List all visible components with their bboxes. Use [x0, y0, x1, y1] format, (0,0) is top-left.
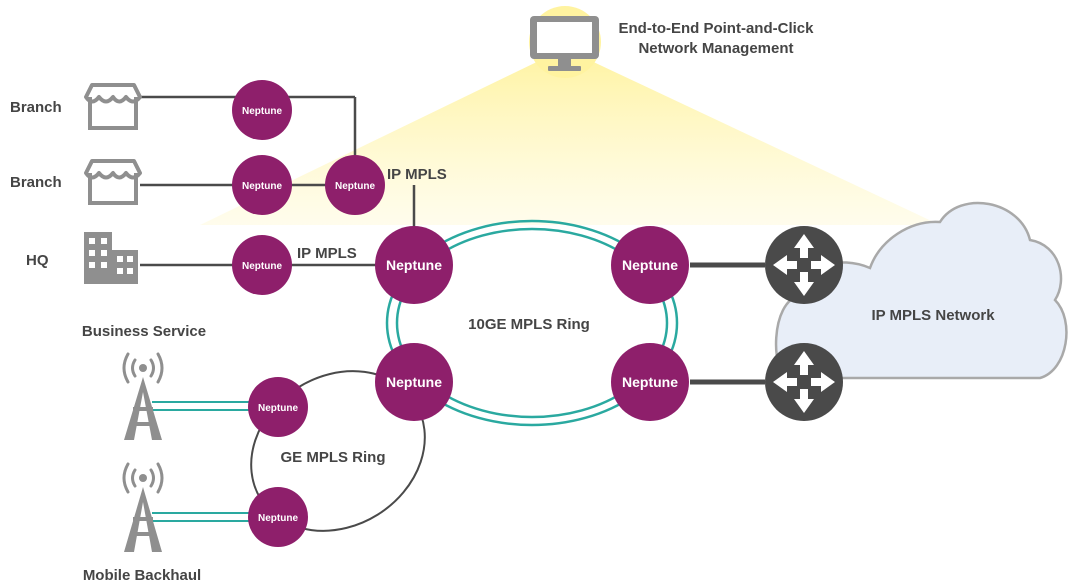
management-label-line2: Network Management	[638, 40, 793, 57]
business-service-label: Business Service	[82, 323, 206, 340]
node-label: Neptune	[258, 403, 298, 414]
ten-ge-ring-label: 10GE MPLS Ring	[468, 316, 590, 333]
building-icon	[84, 232, 138, 284]
neptune-node-hq: Neptune	[232, 235, 292, 295]
ip-mpls-upper-label: IP MPLS	[387, 166, 447, 183]
node-label: Neptune	[622, 257, 678, 273]
node-label: Neptune	[386, 374, 442, 390]
mobile-backhaul-label: Mobile Backhaul	[83, 567, 201, 584]
neptune-node-aggregation: Neptune	[325, 155, 385, 215]
node-label: Neptune	[242, 261, 282, 272]
ten-ge-ring	[385, 219, 679, 427]
branch-2-label: Branch	[10, 174, 62, 191]
node-label: Neptune	[622, 374, 678, 390]
management-beam	[200, 58, 940, 225]
ge-ring-label: GE MPLS Ring	[281, 449, 386, 466]
ip-mpls-hq-label: IP MPLS	[297, 245, 357, 262]
hq-label: HQ	[26, 252, 49, 269]
node-label: Neptune	[242, 181, 282, 192]
node-label: Neptune	[258, 513, 298, 524]
neptune-node-ring-bottom-right: Neptune	[611, 343, 689, 421]
router-icon	[765, 226, 843, 304]
store-icon	[84, 83, 142, 130]
management-label-line1: End-to-End Point-and-Click	[619, 20, 815, 37]
neptune-node-ge-top: Neptune	[248, 377, 308, 437]
monitor-icon	[530, 16, 599, 71]
neptune-node-ge-bottom: Neptune	[248, 487, 308, 547]
neptune-node-ring-top-left: Neptune	[375, 226, 453, 304]
store-icon	[84, 159, 142, 205]
node-label: Neptune	[335, 181, 375, 192]
neptune-node-branch2: Neptune	[232, 155, 292, 215]
neptune-node-ring-bottom-left: Neptune	[375, 343, 453, 421]
node-label: Neptune	[242, 106, 282, 117]
branch-1-label: Branch	[10, 99, 62, 116]
node-label: Neptune	[386, 257, 442, 273]
neptune-node-ring-top-right: Neptune	[611, 226, 689, 304]
neptune-node-branch1: Neptune	[232, 80, 292, 140]
cell-tower-icon	[122, 462, 164, 552]
router-uplinks	[690, 262, 765, 385]
cell-tower-icon	[122, 352, 164, 440]
cloud-label: IP MPLS Network	[871, 307, 995, 324]
router-icon	[765, 343, 843, 421]
